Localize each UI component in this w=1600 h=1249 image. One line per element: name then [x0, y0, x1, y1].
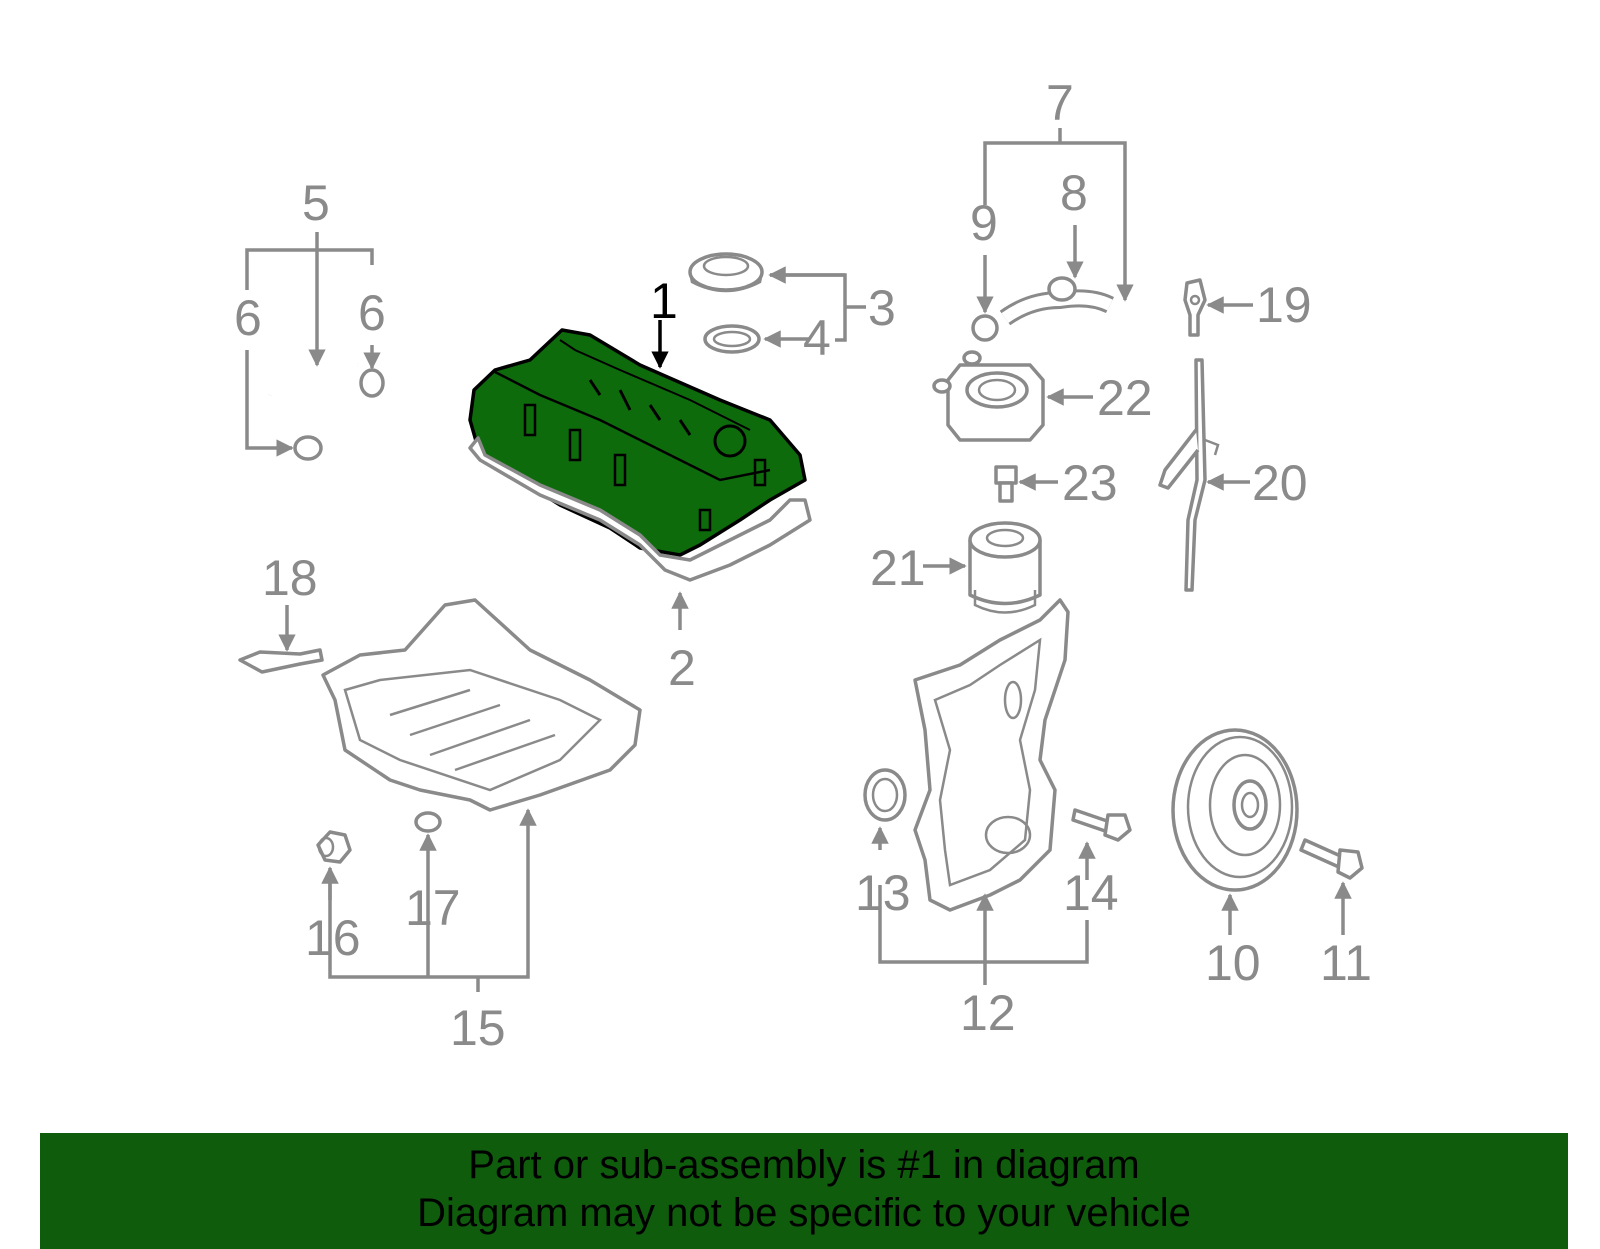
callout-12: 12 [960, 985, 1016, 1041]
notice-line-2: Diagram may not be specific to your vehi… [417, 1191, 1191, 1235]
oil-filter-part[interactable] [968, 521, 1042, 614]
notice-line-1: Part or sub-assembly is #1 in diagram [468, 1143, 1140, 1187]
callout-17: 17 [405, 880, 461, 936]
callout-13: 13 [855, 865, 911, 921]
oil-filter-fitting-part[interactable] [994, 465, 1018, 503]
callout-22: 22 [1097, 370, 1153, 426]
crankshaft-pulley-part[interactable] [1171, 728, 1299, 892]
valve-cover-gasket-part[interactable] [468, 436, 812, 582]
parts-diagram: 1 2 3 4 5 6 6 7 8 9 10 11 12 13 14 15 16… [234, 75, 1372, 1056]
callout-7: 7 [1046, 75, 1074, 131]
callout-16: 16 [305, 910, 361, 966]
callout-15: 15 [450, 1000, 506, 1056]
drain-plug-part[interactable] [316, 830, 352, 864]
oil-cooler-part[interactable] [932, 350, 1045, 442]
callout-8: 8 [1060, 165, 1088, 221]
dipstick-part[interactable] [1183, 278, 1207, 337]
callout-2: 2 [668, 640, 696, 696]
timing-cover-part[interactable] [913, 598, 1070, 912]
callout-6-left: 6 [234, 290, 262, 346]
o-ring-part[interactable] [703, 324, 761, 354]
pulley-bolt-part[interactable] [1299, 838, 1364, 880]
callout-1: 1 [650, 273, 678, 329]
callout-9: 9 [970, 195, 998, 251]
callout-10: 10 [1205, 935, 1261, 991]
oil-cooler-hose-part[interactable] [971, 276, 1115, 342]
oil-pan-part[interactable] [321, 598, 642, 812]
callout-3: 3 [868, 280, 896, 336]
oil-filler-cap-part[interactable] [688, 252, 764, 293]
callout-11: 11 [1320, 935, 1372, 991]
drain-plug-gasket-part[interactable] [414, 811, 442, 833]
dipstick-tube-part[interactable] [1158, 358, 1220, 592]
front-seal-part[interactable] [863, 768, 907, 822]
diagram-notice-banner: Part or sub-assembly is #1 in diagram Di… [40, 1133, 1568, 1249]
callout-19: 19 [1256, 277, 1312, 333]
callout-21: 21 [870, 540, 926, 596]
callout-18: 18 [262, 550, 318, 606]
callout-5: 5 [302, 175, 330, 231]
valve-cover-part[interactable] [468, 328, 807, 557]
callout-14: 14 [1063, 865, 1119, 921]
pcv-hose-part[interactable] [266, 357, 359, 396]
callout-23: 23 [1062, 455, 1118, 511]
callout-6-right: 6 [358, 285, 386, 341]
leader-lines [245, 128, 1352, 992]
callout-4: 4 [803, 310, 831, 366]
callout-labels: 1 2 3 4 5 6 6 7 8 9 10 11 12 13 14 15 16… [234, 75, 1372, 1056]
hose-clamp-part[interactable] [293, 368, 385, 461]
callout-20: 20 [1252, 455, 1308, 511]
timing-cover-bolt-part[interactable] [1071, 808, 1132, 842]
oil-pan-baffle-part[interactable] [238, 648, 324, 674]
